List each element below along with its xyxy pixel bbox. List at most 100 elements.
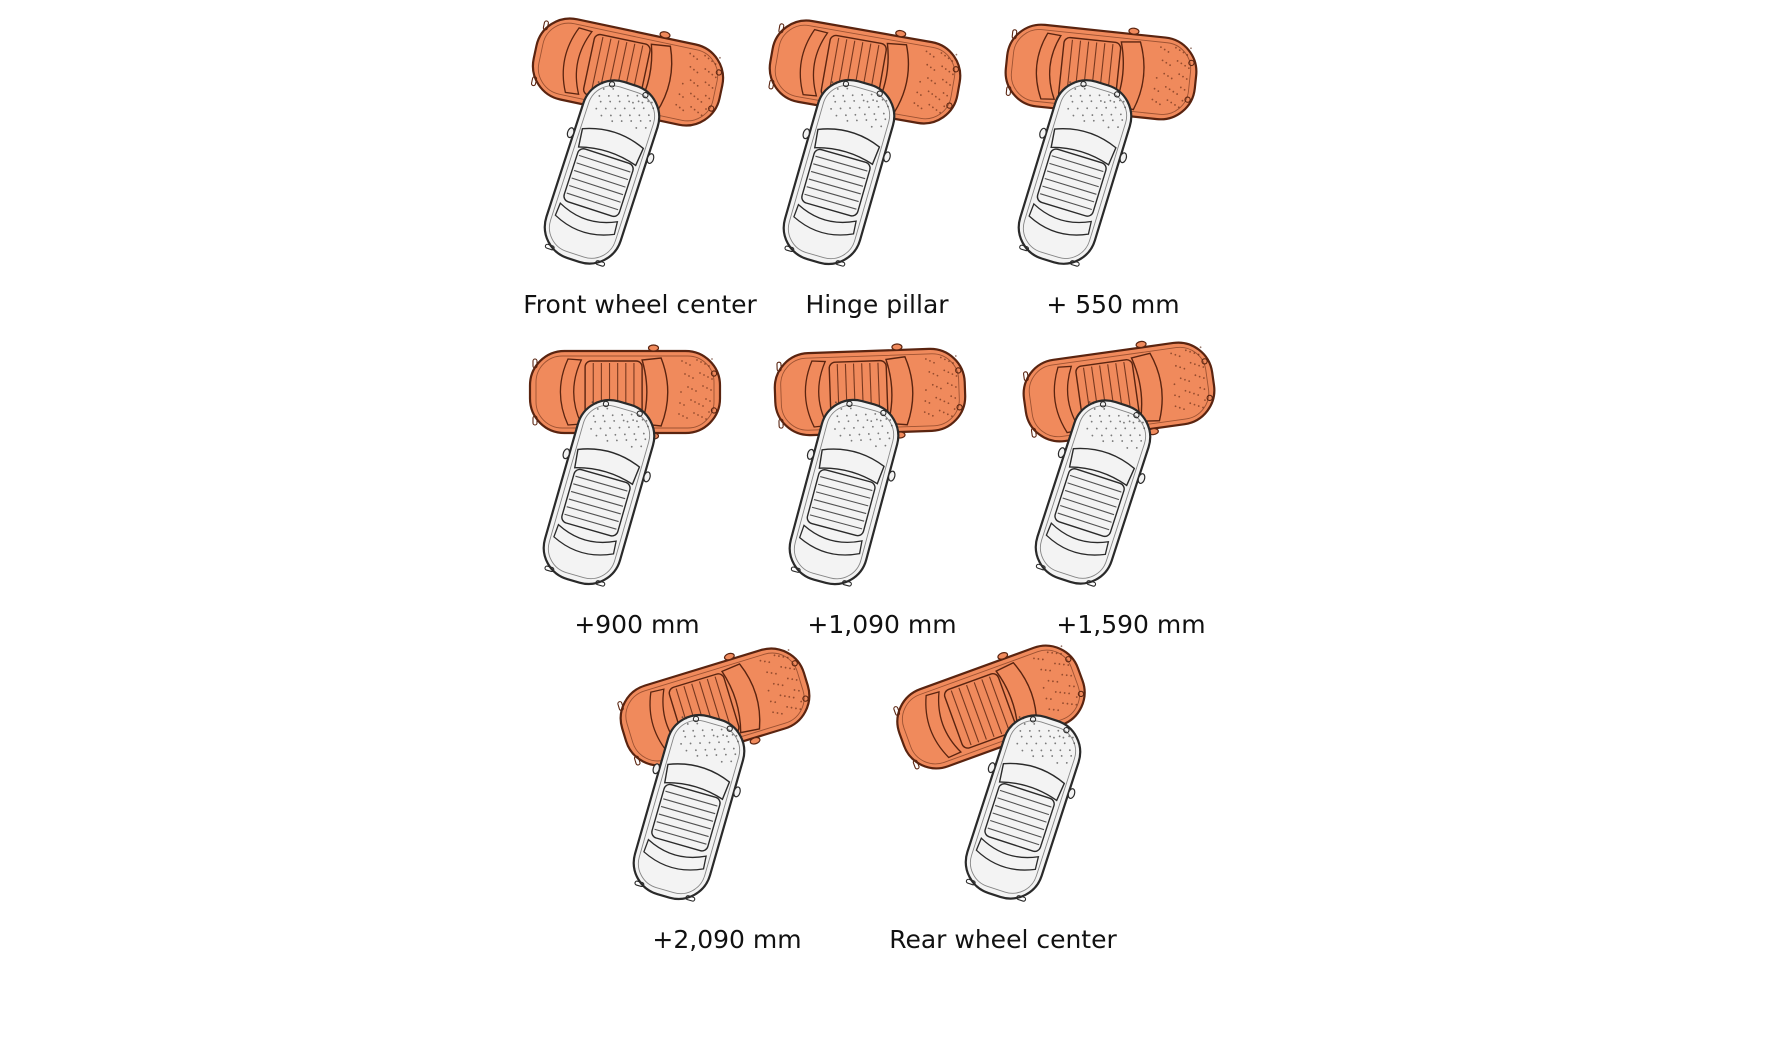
configuration-panel-rear-wheel-center: Rear wheel center: [873, 635, 1133, 965]
car-hood: [830, 81, 889, 128]
struck-vehicle: [543, 79, 661, 267]
car-hood: [913, 50, 958, 114]
collision-illustration: [893, 644, 1086, 902]
car-roof: [801, 148, 871, 217]
car-roof: [561, 468, 631, 537]
car-windshield: [720, 663, 761, 734]
car-body: [543, 79, 661, 265]
struck-vehicle: [788, 398, 900, 587]
car-rear-window: [559, 358, 583, 426]
car-hood: [675, 52, 721, 117]
striking-vehicle: [768, 19, 962, 125]
car-windshield: [663, 763, 731, 801]
configuration-panel-900mm: +900 mm: [507, 320, 767, 650]
car-roof: [563, 148, 634, 218]
struck-vehicle: [964, 714, 1082, 902]
struck-vehicle-car: [1034, 399, 1152, 587]
car-body-inner: [969, 720, 1077, 894]
car-rear-window: [1028, 202, 1093, 236]
car-rear-window: [798, 524, 863, 556]
car-body: [788, 398, 900, 586]
car-hood: [834, 401, 893, 448]
configuration-label: +2,090 mm: [652, 925, 802, 954]
striking-vehicle: [528, 344, 722, 440]
car-body: [964, 714, 1082, 900]
struck-vehicle: [1034, 399, 1152, 587]
collision-illustration: [617, 647, 811, 902]
configuration-panel-front-wheel-center: Front wheel center: [510, 0, 770, 330]
car-rear-window: [799, 28, 829, 97]
car-rear-window: [925, 690, 963, 759]
striking-vehicle-car: [528, 344, 722, 440]
car-body: [1034, 399, 1152, 585]
configuration-panel-2090mm: +2,090 mm: [597, 635, 857, 965]
struck-vehicle: [782, 78, 896, 267]
car-rear-window: [643, 838, 707, 871]
car-hood: [1033, 645, 1078, 712]
car-roof: [984, 783, 1055, 853]
configuration-panel-1590mm: +1,590 mm: [1001, 320, 1261, 650]
car-windshield: [1068, 447, 1136, 487]
car-rear-window: [975, 837, 1040, 871]
collision-illustration: [530, 17, 725, 267]
collision-illustration: [1022, 340, 1216, 587]
car-roof: [1054, 468, 1125, 538]
struck-vehicle-car: [542, 398, 656, 587]
car-rear-window: [1045, 522, 1110, 556]
car-body-inner: [1039, 405, 1147, 579]
car-body-inner: [1022, 85, 1128, 259]
car-body: [1017, 79, 1133, 265]
struck-vehicle-car: [782, 78, 896, 267]
car-hood: [1151, 46, 1192, 109]
struck-vehicle-car: [543, 79, 661, 267]
car-rear-window: [804, 360, 829, 428]
car-hood: [590, 401, 649, 448]
car-body: [542, 398, 656, 586]
car-roof: [651, 783, 721, 852]
car-windshield: [1050, 127, 1117, 166]
car-windshield: [573, 448, 641, 486]
car-hood: [1016, 716, 1076, 764]
car-hood: [923, 355, 958, 418]
car-body: [632, 713, 746, 901]
collision-illustration: [773, 343, 967, 587]
configuration-label: +1,090 mm: [807, 610, 957, 639]
collision-illustration: [1004, 23, 1198, 267]
struck-vehicle-car: [632, 713, 746, 902]
car-hood: [759, 649, 803, 715]
configuration-label: +900 mm: [574, 610, 700, 639]
car-windshield: [813, 128, 881, 166]
car-roof: [806, 469, 876, 537]
struck-vehicle: [632, 713, 746, 902]
car-rear-window: [554, 202, 619, 236]
car-rear-window: [553, 523, 617, 556]
configuration-panel-hinge-pillar: Hinge pillar: [747, 0, 1007, 330]
car-body-inner: [548, 85, 656, 259]
car-roof: [1036, 148, 1107, 217]
striking-vehicle-car: [530, 17, 725, 127]
configuration-panel-1090mm: +1,090 mm: [752, 320, 1012, 650]
car-hood: [1170, 346, 1206, 411]
car-rear-window: [793, 203, 857, 236]
configuration-label: Hinge pillar: [805, 290, 949, 319]
configuration-label: +1,590 mm: [1056, 610, 1206, 639]
collision-illustration: [768, 19, 962, 267]
car-windshield: [577, 127, 645, 167]
striking-vehicle-car: [768, 19, 962, 125]
configuration-label: + 550 mm: [1046, 290, 1180, 319]
struck-vehicle: [542, 398, 656, 587]
car-body-inner: [637, 719, 741, 895]
striking-vehicle: [530, 17, 725, 127]
car-hood: [1067, 81, 1126, 129]
configuration-label: Front wheel center: [523, 290, 757, 319]
collision-illustration: [528, 344, 722, 587]
car-body-inner: [547, 404, 651, 580]
car-hood: [1086, 401, 1146, 449]
car-hood: [595, 81, 655, 129]
car-hood: [678, 358, 713, 420]
car-body-inner: [787, 84, 891, 260]
car-body-inner: [793, 404, 895, 580]
car-rear-window: [1035, 32, 1062, 100]
struck-vehicle-car: [788, 398, 900, 587]
